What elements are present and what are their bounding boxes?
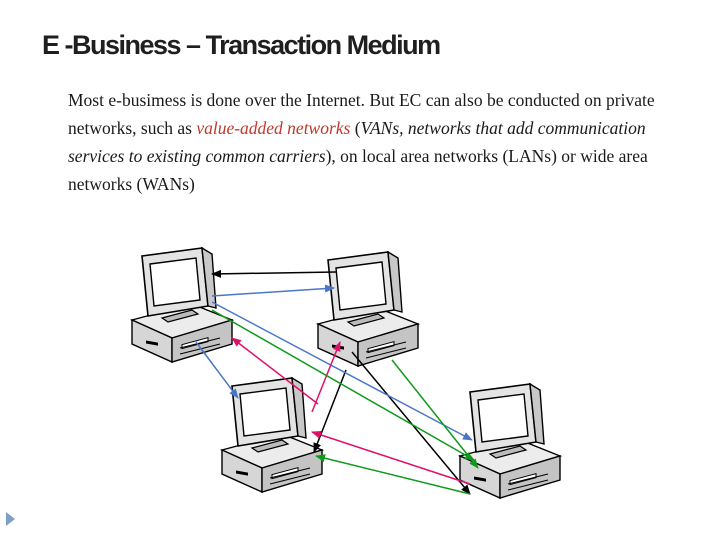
link-blue-1: [211, 284, 335, 297]
link-pink-1: [231, 337, 319, 405]
link-green-1: [211, 309, 475, 461]
vans-abbreviation: VANs,: [360, 118, 404, 138]
link-green-3: [315, 454, 471, 495]
link-black-1: [211, 269, 337, 278]
link-black-3: [351, 351, 471, 495]
link-black-2: [313, 369, 347, 453]
slide-title: E -Business – Transaction Medium: [42, 30, 441, 60]
computer-top-right: [317, 251, 419, 367]
body-text-part2: (: [350, 118, 361, 138]
link-blue-3: [211, 301, 473, 441]
computer-bottom-right: [459, 383, 561, 499]
link-blue-2: [195, 341, 239, 399]
link-pink-2: [311, 341, 341, 413]
body-text-part3: ), on local area networks (LANs) or wide…: [68, 146, 648, 194]
link-green-2: [391, 359, 479, 469]
triangle-right-icon: [6, 512, 15, 526]
body-paragraph: Most e-busimess is done over the Interne…: [68, 86, 668, 198]
vans-definition: networks that add communication services…: [68, 118, 646, 166]
link-pink-3: [311, 431, 471, 485]
value-added-networks-term: value-added networks: [196, 118, 351, 138]
body-text-part1: Most e-busimess is done over the Interne…: [68, 90, 655, 138]
